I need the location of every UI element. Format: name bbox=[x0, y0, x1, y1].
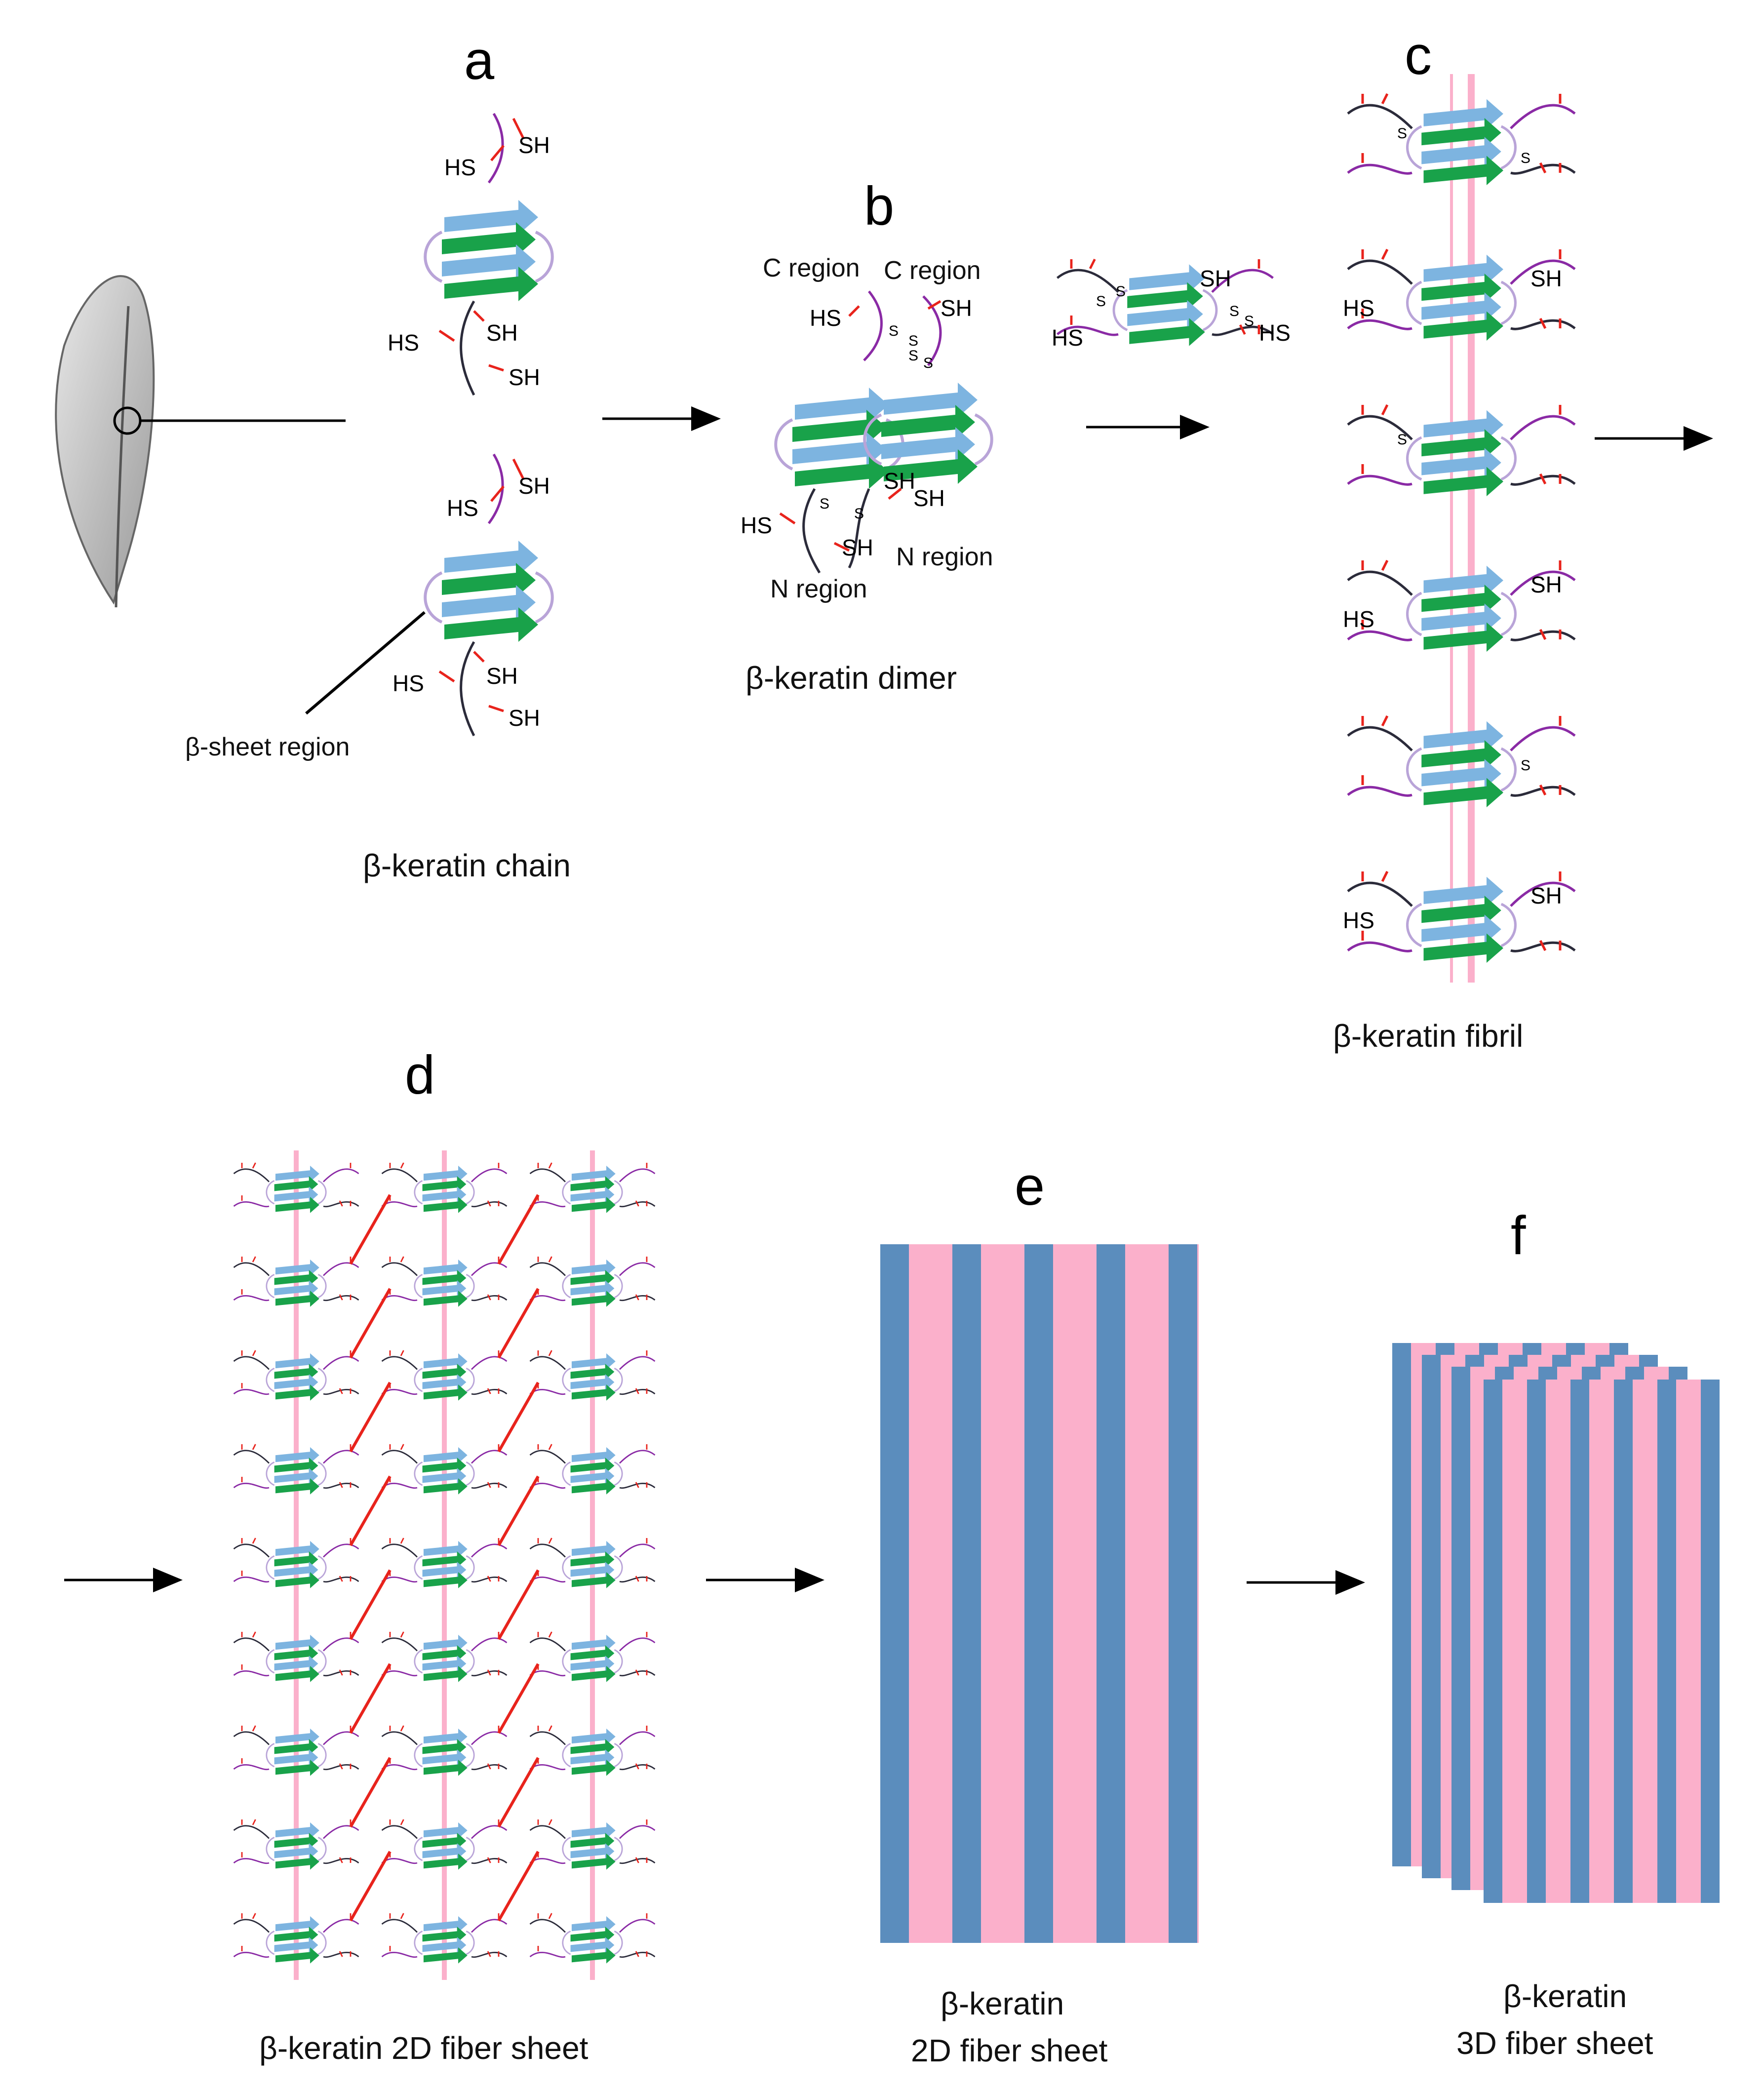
disulfide-crosslink bbox=[497, 1569, 540, 1640]
blue-stripe bbox=[880, 1244, 909, 1943]
sheet-region-pointer bbox=[305, 611, 426, 715]
disulfide-crosslink bbox=[497, 1851, 540, 1922]
svg-text:HS: HS bbox=[1343, 295, 1374, 321]
n-region-right-label: N region bbox=[896, 543, 993, 571]
svg-text:S: S bbox=[1397, 432, 1407, 448]
svg-text:S: S bbox=[923, 355, 933, 371]
svg-text:HS: HS bbox=[444, 155, 476, 180]
panel-e-letter: e bbox=[1015, 1156, 1045, 1217]
svg-text:S: S bbox=[908, 333, 918, 349]
c-region-left-label: C region bbox=[763, 254, 860, 282]
svg-text:S: S bbox=[1229, 303, 1239, 319]
c-region-right-label: C region bbox=[884, 256, 981, 285]
panel-f-letter: f bbox=[1511, 1205, 1526, 1266]
beta-keratin-dimer: HS SH S S S S HS SH SH SH S S bbox=[741, 290, 992, 574]
svg-text:SH: SH bbox=[518, 473, 550, 499]
disulfide-crosslink bbox=[349, 1475, 392, 1546]
svg-text:HS: HS bbox=[1052, 325, 1083, 351]
blue-stripe bbox=[1024, 1244, 1053, 1943]
panel-c-letter: c bbox=[1405, 25, 1432, 86]
svg-text:HS: HS bbox=[388, 330, 419, 355]
svg-text:SH: SH bbox=[1200, 266, 1231, 291]
panel-e-caption-line2: 2D fiber sheet bbox=[911, 2033, 1108, 2068]
disulfide-crosslink bbox=[497, 1194, 540, 1265]
svg-text:S: S bbox=[854, 506, 864, 522]
crosslinked-dimer: S S S S SH HS HS bbox=[1052, 259, 1291, 351]
svg-text:HS: HS bbox=[392, 671, 424, 696]
svg-text:HS: HS bbox=[1343, 908, 1374, 933]
svg-text:S: S bbox=[889, 323, 899, 339]
disulfide-crosslink bbox=[349, 1851, 392, 1922]
svg-text:HS: HS bbox=[810, 305, 841, 331]
svg-text:S: S bbox=[1116, 283, 1126, 300]
panel-e-caption-line1: β-keratin bbox=[941, 1986, 1064, 2021]
beta-keratin-2d-fiber-sheet bbox=[234, 1150, 655, 1980]
3d-fiber-sheet-stack bbox=[1392, 1343, 1720, 1903]
2d-fiber-sheet-stripes bbox=[880, 1244, 1199, 1943]
n-region-left-label: N region bbox=[770, 575, 867, 603]
disulfide-crosslink bbox=[497, 1382, 540, 1453]
disulfide-crosslink bbox=[349, 1194, 392, 1265]
disulfide-crosslink bbox=[497, 1757, 540, 1828]
svg-text:S: S bbox=[820, 496, 829, 512]
svg-text:SH: SH bbox=[1530, 883, 1562, 908]
svg-text:S: S bbox=[1397, 125, 1407, 142]
svg-text:SH: SH bbox=[509, 364, 540, 390]
panel-f-caption-line2: 3D fiber sheet bbox=[1456, 2025, 1653, 2061]
svg-text:SH: SH bbox=[1530, 266, 1562, 291]
blue-stripe bbox=[1169, 1244, 1197, 1943]
beta-keratin-chain-lower: SH HS HS SH SH bbox=[392, 453, 552, 737]
sheet-region-label: β-sheet region bbox=[185, 733, 350, 761]
disulfide-crosslink bbox=[349, 1757, 392, 1828]
blue-stripe bbox=[952, 1244, 981, 1943]
stacked-sheet bbox=[1484, 1380, 1720, 1903]
panel-f-caption-line1: β-keratin bbox=[1503, 1978, 1627, 2014]
svg-text:S: S bbox=[1244, 313, 1254, 329]
panel-a-letter: a bbox=[464, 30, 495, 91]
disulfide-crosslink bbox=[349, 1663, 392, 1734]
panel-d-letter: d bbox=[405, 1045, 435, 1106]
svg-text:SH: SH bbox=[509, 705, 540, 731]
svg-text:SH: SH bbox=[941, 295, 972, 321]
svg-text:SH: SH bbox=[842, 535, 873, 560]
svg-text:SH: SH bbox=[913, 485, 945, 511]
disulfide-crosslink bbox=[497, 1288, 540, 1359]
disulfide-crosslink bbox=[349, 1382, 392, 1453]
svg-text:S: S bbox=[908, 348, 918, 364]
disulfide-crosslink bbox=[349, 1288, 392, 1359]
svg-text:S: S bbox=[1096, 293, 1106, 310]
svg-text:HS: HS bbox=[1259, 320, 1291, 346]
panel-d-caption: β-keratin 2D fiber sheet bbox=[259, 2030, 588, 2066]
svg-text:SH: SH bbox=[1530, 572, 1562, 597]
disulfide-crosslink bbox=[497, 1663, 540, 1734]
disulfide-crosslink bbox=[497, 1475, 540, 1546]
feather-icon bbox=[55, 275, 155, 608]
panel-b-caption: β-keratin dimer bbox=[745, 660, 957, 696]
svg-text:HS: HS bbox=[1343, 606, 1374, 632]
svg-text:SH: SH bbox=[486, 320, 518, 346]
beta-keratin-fibril: S S SH HS S SH HS S SH HS bbox=[1343, 74, 1575, 983]
panel-c-caption: β-keratin fibril bbox=[1333, 1018, 1523, 1054]
blue-stripe bbox=[1097, 1244, 1125, 1943]
panel-b-letter: b bbox=[864, 176, 894, 237]
svg-text:SH: SH bbox=[884, 468, 915, 494]
svg-text:HS: HS bbox=[447, 495, 478, 521]
svg-text:SH: SH bbox=[518, 132, 550, 158]
svg-text:S: S bbox=[1521, 150, 1530, 166]
panel-a-caption: β-keratin chain bbox=[363, 848, 571, 883]
svg-text:SH: SH bbox=[486, 663, 518, 689]
svg-text:HS: HS bbox=[741, 513, 772, 538]
svg-text:S: S bbox=[1521, 757, 1530, 774]
disulfide-crosslink bbox=[349, 1569, 392, 1640]
beta-keratin-chain-upper: SH HS HS SH SH bbox=[388, 113, 552, 396]
